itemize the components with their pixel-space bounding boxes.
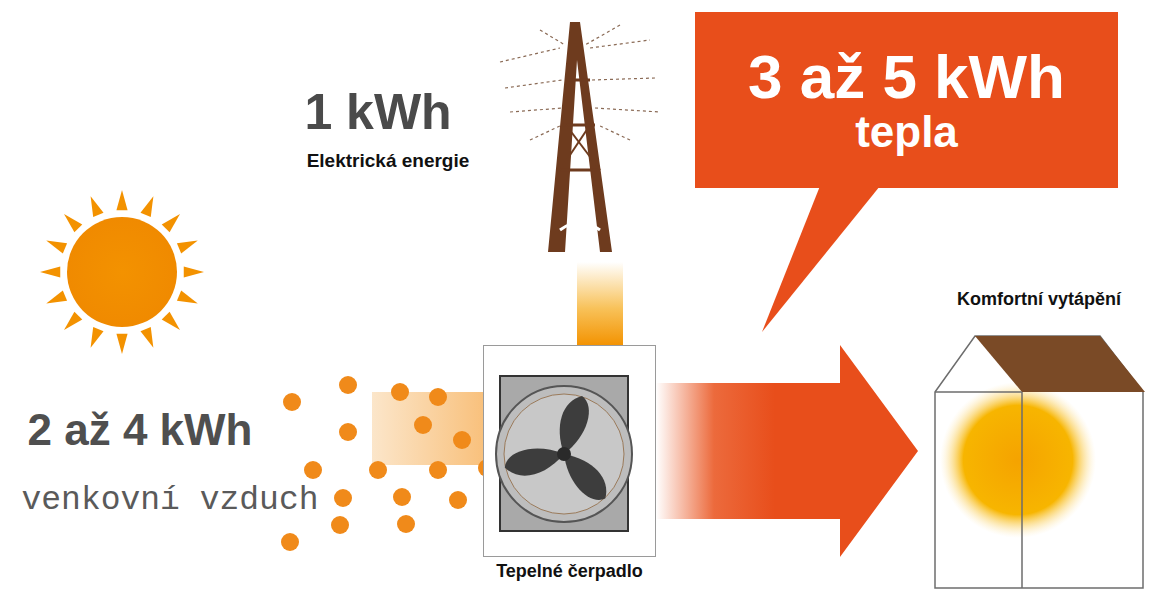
energy-unit: tepla — [855, 109, 958, 155]
energy-input-value: 1 kWh — [304, 83, 451, 141]
callout-tail — [762, 186, 880, 332]
callout-box: 3 až 5 kWhtepla — [695, 12, 1118, 188]
node-label: Tepelné čerpadlo — [496, 561, 643, 582]
node-label: Komfortní vytápění — [957, 289, 1121, 310]
fan-unit — [484, 346, 655, 556]
heat-pump-unit: Tepelné čerpadlo — [483, 345, 656, 557]
sun-icon — [40, 190, 204, 354]
ambient-energy-label: venkovní vzduch — [21, 482, 318, 519]
house-outline — [930, 330, 1148, 592]
heat-flow-arrow — [656, 345, 918, 557]
house: Komfortní vytápění — [930, 330, 1148, 592]
energy-value: 3 až 5 kWh — [748, 44, 1065, 109]
power-pylon — [500, 22, 660, 252]
electric-supply-bar — [577, 262, 623, 346]
air-particles — [281, 376, 496, 551]
energy-input-label: Elektrická energie — [307, 150, 470, 172]
ambient-energy-value: 2 až 4 kWh — [28, 405, 253, 455]
